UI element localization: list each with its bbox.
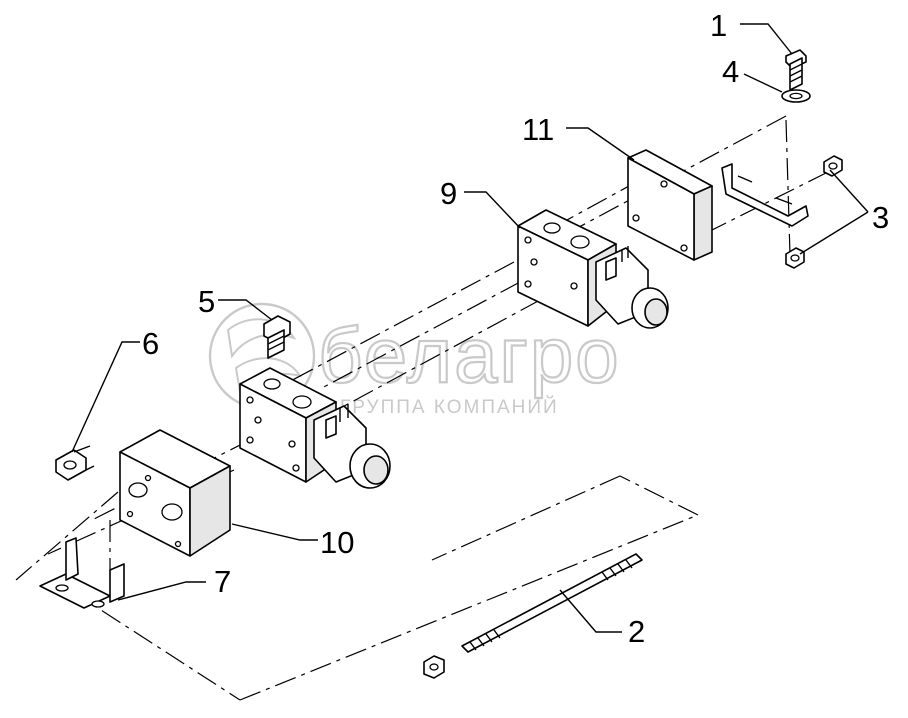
callout-7: 7 bbox=[214, 564, 231, 599]
callout-10: 10 bbox=[320, 525, 354, 560]
watermark-subtitle: ГРУППА КОМПАНИЙ bbox=[340, 396, 559, 418]
part-11-plate bbox=[627, 149, 713, 261]
part-9-valve bbox=[517, 209, 669, 329]
callout-3: 3 bbox=[872, 200, 889, 235]
watermark: белагро ГРУППА КОМПАНИЙ bbox=[208, 302, 621, 418]
part-1-bolt bbox=[785, 49, 807, 91]
part-6-fitting bbox=[55, 445, 95, 481]
callout-2: 2 bbox=[628, 614, 645, 649]
callout-1: 1 bbox=[710, 8, 727, 43]
assembly-dash-lines bbox=[15, 115, 829, 701]
part-5-fitting bbox=[263, 315, 291, 359]
part-7-bracket bbox=[39, 537, 125, 609]
part-10-block bbox=[119, 429, 231, 557]
callout-5: 5 bbox=[198, 284, 215, 319]
part-bracket-right bbox=[721, 163, 809, 227]
part-3-nut-top bbox=[823, 155, 843, 177]
callout-6: 6 bbox=[142, 326, 159, 361]
part-2-threaded-rod bbox=[423, 553, 643, 679]
leader-lines bbox=[71, 23, 869, 633]
callout-4: 4 bbox=[722, 54, 739, 89]
watermark-brand: белагро bbox=[318, 311, 621, 399]
callout-9: 9 bbox=[440, 176, 457, 211]
part-valve-middle bbox=[239, 367, 391, 489]
part-4-washer bbox=[781, 89, 811, 103]
part-3-nut-bottom bbox=[785, 247, 805, 269]
callout-labels: 1 2 3 4 5 6 7 9 10 11 bbox=[142, 8, 889, 649]
callout-11: 11 bbox=[522, 112, 554, 147]
